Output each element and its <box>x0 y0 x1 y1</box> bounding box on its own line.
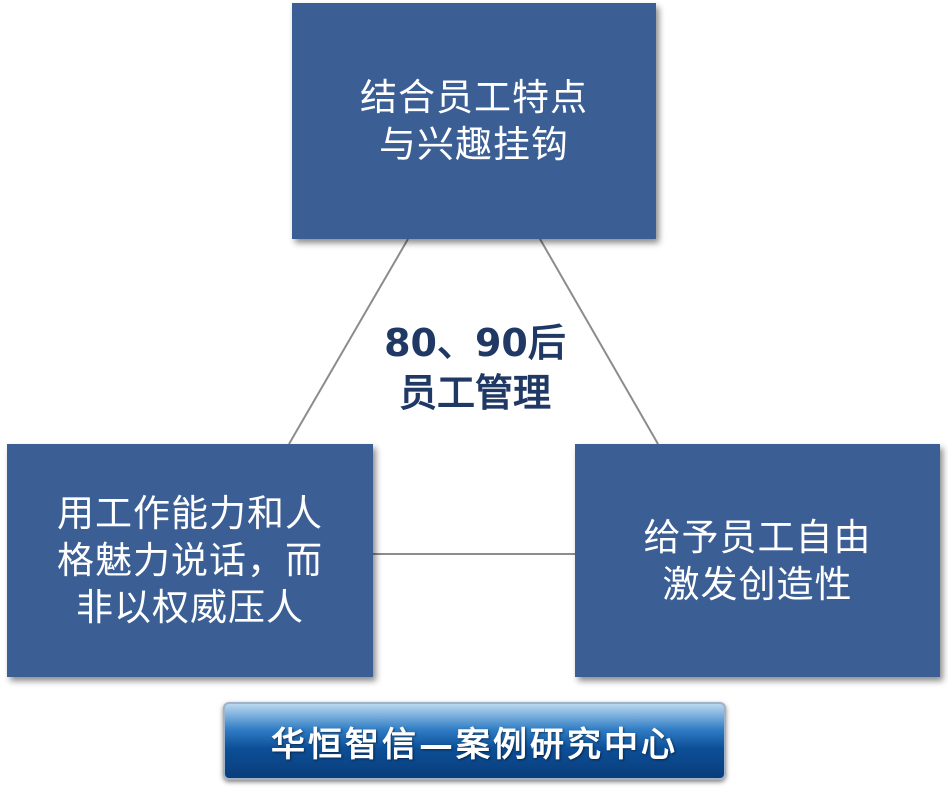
node-right-text: 给予员工自由 激发创造性 <box>644 514 872 608</box>
source-banner-text: 华恒智信—案例研究中心 <box>271 724 678 765</box>
node-left-line1: 用工作能力和人 <box>57 492 323 535</box>
connector-top-right <box>539 238 659 445</box>
node-top-box: 结合员工特点 与兴趣挂钩 <box>292 3 656 239</box>
node-top-text: 结合员工特点 与兴趣挂钩 <box>360 74 588 168</box>
node-left-box: 用工作能力和人 格魅力说话，而 非以权威压人 <box>7 444 373 677</box>
node-right-box: 给予员工自由 激发创造性 <box>575 444 940 677</box>
node-left-line3: 非以权威压人 <box>76 586 304 629</box>
connector-top-left <box>288 238 409 445</box>
center-title: 80、90后 员工管理 <box>350 318 600 418</box>
node-top-line2: 与兴趣挂钩 <box>379 123 569 166</box>
node-left-line2: 格魅力说话，而 <box>57 539 323 582</box>
node-left-text: 用工作能力和人 格魅力说话，而 非以权威压人 <box>57 490 323 631</box>
node-right-line2: 激发创造性 <box>662 562 853 606</box>
node-top-line1: 结合员工特点 <box>360 76 588 119</box>
node-right-line1: 给予员工自由 <box>643 515 872 559</box>
center-title-line1: 80、90后 <box>384 321 566 365</box>
source-banner: 华恒智信—案例研究中心 <box>223 702 726 780</box>
center-title-line2: 员工管理 <box>398 371 551 415</box>
